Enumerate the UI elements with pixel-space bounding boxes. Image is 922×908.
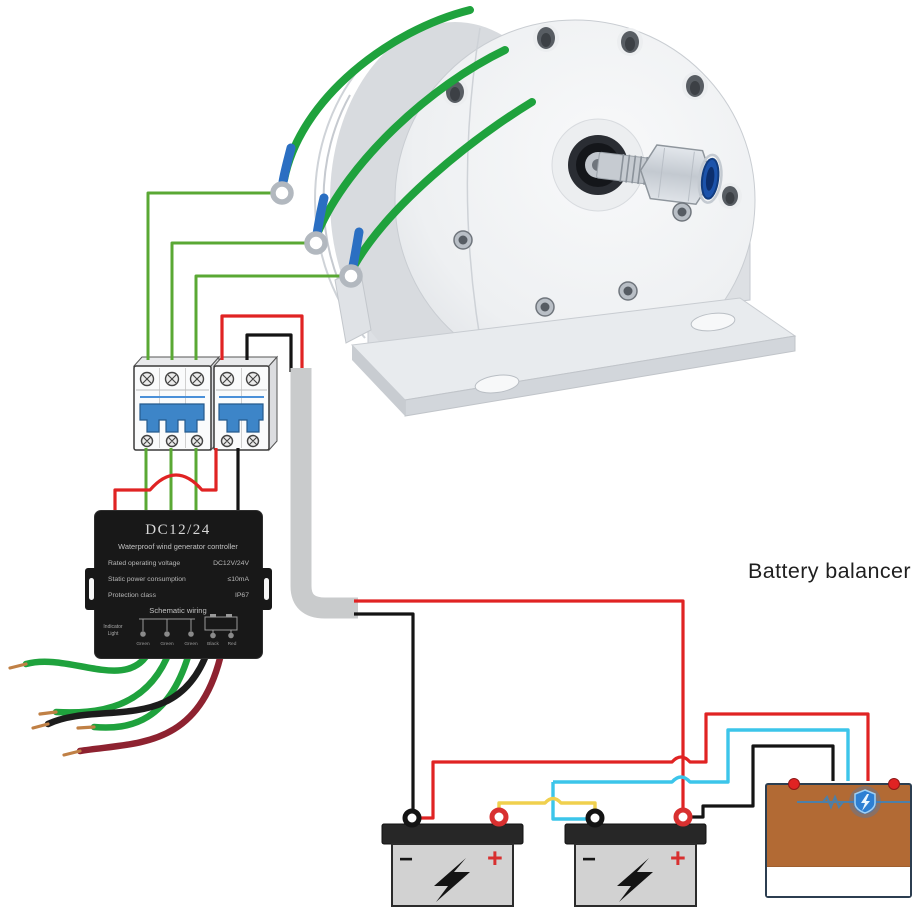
lightning-icon: [434, 858, 470, 902]
controller-pigtail-wires: [8, 646, 226, 757]
battery2-negative-terminal: [585, 808, 605, 828]
dc-wires-breaker-to-sleeve: [220, 314, 304, 372]
bracket-slot-hole: [690, 312, 736, 332]
svg-text:Black: Black: [207, 641, 219, 647]
bracket-slot-hole: [474, 374, 520, 394]
controller-title: DC12/24: [145, 522, 211, 538]
ring-terminals: [270, 181, 363, 288]
motor-bolt-holes: [442, 24, 742, 209]
balancer-terminal: [888, 778, 900, 790]
battery1-minus-symbol: −: [399, 846, 414, 873]
battery-1: [381, 807, 524, 907]
svg-text:Protection class: Protection class: [108, 592, 157, 599]
schematic-mini-diagram: Indicator Light Green Green Green Black …: [103, 614, 238, 647]
svg-text:Red: Red: [228, 641, 237, 647]
svg-text:Rated operating voltage: Rated operating voltage: [108, 560, 180, 567]
wires-breaker-to-controller: [113, 448, 240, 512]
svg-text:Light: Light: [108, 631, 119, 637]
balancer-label-strip: [767, 866, 910, 896]
breaker-2pole[interactable]: [213, 365, 270, 451]
schematic-wire-labels: Green Green Green Black Red: [136, 641, 236, 647]
wind-controller: DC12/24 Waterproof wind generator contro…: [85, 510, 272, 659]
mount-hole: [88, 578, 94, 600]
battery-balancer-device: [765, 778, 912, 898]
battery-balancer-label: Battery balancer: [748, 559, 911, 583]
svg-text:IP67: IP67: [235, 592, 249, 599]
shaft-and-bearing: [551, 118, 723, 212]
controller-mount-ear: [85, 568, 97, 610]
battery1-negative-terminal: [402, 808, 422, 828]
svg-text:Static power consumption: Static power consumption: [108, 576, 186, 583]
shaft-nut: [639, 144, 713, 206]
breaker-toggle[interactable]: [218, 403, 264, 433]
breaker-terminal-screws: [139, 371, 261, 448]
mount-hole: [263, 578, 269, 600]
wind-generator: [314, 19, 797, 417]
svg-text:≤10mA: ≤10mA: [228, 576, 250, 583]
battery-2: [564, 807, 707, 907]
lightning-icon: [861, 794, 870, 811]
schematic-title: Schematic wiring: [149, 606, 206, 615]
svg-text:Green: Green: [160, 641, 174, 647]
battery2-minus-symbol: −: [582, 846, 597, 873]
indicator-label: Indicator: [103, 624, 123, 630]
balancer-wires: [419, 712, 870, 821]
mounting-bracket: [334, 267, 797, 417]
balancer-terminal: [788, 778, 800, 790]
cable-sleeve: [290, 368, 358, 619]
controller-specs: Rated operating voltage DC12V/24V Static…: [108, 560, 249, 599]
balancer-graphic: [797, 786, 910, 818]
battery1-positive-terminal: [489, 807, 509, 827]
svg-text:Green: Green: [136, 641, 150, 647]
circuit-breakers: [132, 355, 279, 452]
breaker-toggle[interactable]: [139, 403, 205, 433]
breaker-3pole[interactable]: [133, 365, 212, 451]
main-battery-leads: [354, 599, 685, 814]
svg-text:Green: Green: [184, 641, 198, 647]
bracket-bolts: [453, 202, 692, 317]
controller-mount-ear: [260, 568, 272, 610]
controller-subtitle: Waterproof wind generator controller: [118, 542, 238, 551]
controller-faceplate: DC12/24 Waterproof wind generator contro…: [103, 522, 249, 647]
generator-phase-cables: [270, 6, 536, 288]
lightning-icon: [617, 858, 653, 902]
battery2-plus-symbol: +: [670, 843, 686, 873]
phase-wires-to-breakers: [146, 191, 351, 360]
battery2-positive-terminal: [673, 807, 693, 827]
battery1-plus-symbol: +: [487, 843, 503, 873]
svg-text:DC12V/24V: DC12V/24V: [213, 560, 249, 567]
